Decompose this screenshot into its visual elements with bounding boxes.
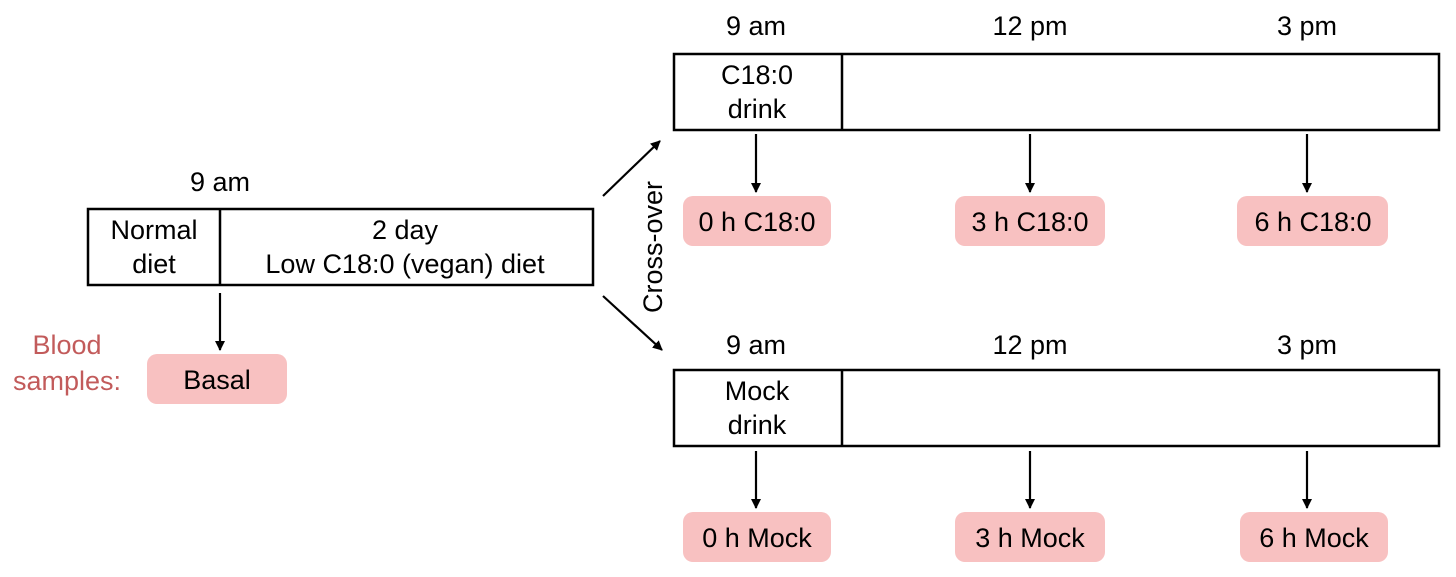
mock-sample-0h: 0 h Mock	[702, 523, 812, 553]
basal-sample-pill	[147, 354, 287, 404]
c18-drink-line1: C18:0	[721, 60, 793, 90]
mock-sample-3h: 3 h Mock	[975, 523, 1085, 553]
basal-sample-label: Basal	[183, 365, 251, 395]
mock-drink-line1: Mock	[725, 376, 790, 406]
normal-diet-line2: diet	[132, 249, 176, 279]
diet-timeline-box	[86, 207, 595, 287]
normal-diet-line1: Normal	[110, 215, 197, 245]
c18-sample-3h-pill	[955, 196, 1105, 246]
blood-samples-label-line1: Blood	[32, 330, 101, 360]
crossover-label: Cross-over	[638, 181, 668, 313]
top-time-9am: 9 am	[726, 11, 786, 41]
low-diet-line1: 2 day	[372, 215, 439, 245]
c18-sample-0h: 0 h C18:0	[698, 207, 815, 237]
blood-samples-label-line2: samples:	[13, 366, 121, 396]
mock-sample-6h: 6 h Mock	[1259, 523, 1369, 553]
c18-sample-3h: 3 h C18:0	[971, 207, 1088, 237]
mock-sample-3h-pill	[955, 512, 1105, 562]
c18-sample-6h-pill	[1237, 196, 1388, 246]
c18-sample-6h: 6 h C18:0	[1254, 207, 1371, 237]
low-diet-line2: Low C18:0 (vegan) diet	[265, 249, 545, 279]
top-time-3pm: 3 pm	[1277, 11, 1337, 41]
mock-drink-line2: drink	[728, 410, 787, 440]
mock-sample-6h-pill	[1240, 512, 1388, 562]
bottom-time-9am: 9 am	[726, 330, 786, 360]
bottom-time-12pm: 12 pm	[992, 330, 1067, 360]
mock-sample-0h-pill	[683, 512, 831, 562]
bottom-time-3pm: 3 pm	[1277, 330, 1337, 360]
crossover-arrow-down	[602, 295, 663, 351]
c18-sample-0h-pill	[683, 196, 831, 246]
c18-drink-line2: drink	[728, 94, 787, 124]
left-time-label: 9 am	[190, 167, 250, 197]
top-time-12pm: 12 pm	[992, 11, 1067, 41]
crossover-arrow-up	[602, 140, 661, 197]
c18-timeline-box	[672, 52, 1441, 132]
mock-timeline-box	[672, 368, 1441, 448]
